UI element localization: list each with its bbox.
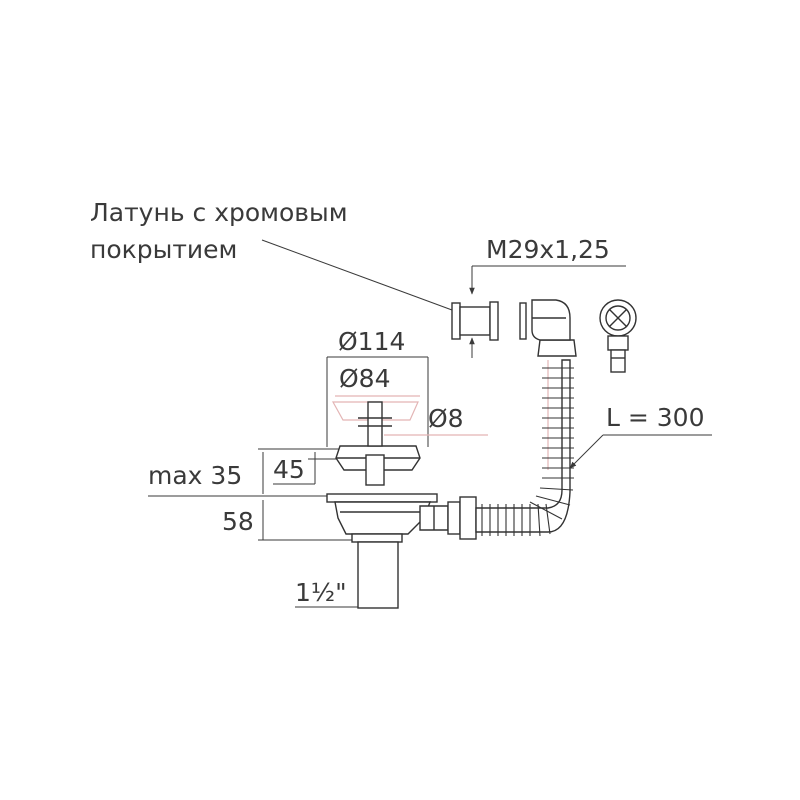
- thread-label: M29x1,25: [486, 235, 610, 264]
- brass-fitting-flange-right: [489, 301, 499, 341]
- material-label-line2: покрытием: [90, 235, 237, 264]
- brass-fitting-flange-left: [451, 302, 461, 340]
- strainer-basket: [331, 401, 421, 486]
- drain-funnel: [334, 501, 432, 535]
- labels: Латунь с хромовым покрытием M29x1,25 Ø11…: [90, 198, 705, 607]
- grille-neck: [607, 335, 629, 351]
- plug-lower-stem: [365, 454, 385, 486]
- max-height-label: max 35: [148, 461, 242, 490]
- drain-flange: [326, 493, 438, 503]
- inner-diameter-label: Ø84: [339, 364, 391, 393]
- grille-cross-2: [608, 308, 628, 328]
- hose-body: [475, 359, 571, 533]
- brass-fitting-body: [459, 306, 491, 336]
- material-label-line1: Латунь с хромовым: [90, 198, 348, 227]
- pin-diameter-label: Ø8: [428, 404, 464, 433]
- overflow-grille-front: [599, 299, 637, 373]
- basket-top-tint: [331, 401, 419, 421]
- overflow-elbow: [531, 299, 571, 341]
- body-height-label: 58: [222, 507, 254, 536]
- hose-upper-connector: [537, 339, 577, 357]
- overflow-hose: [475, 339, 577, 537]
- basket-depth-label: 45: [273, 455, 305, 484]
- overflow-head-parts: [451, 299, 571, 341]
- outer-diameter-label: Ø114: [338, 327, 405, 356]
- hose-length-leader: [569, 434, 604, 469]
- grille-stem: [610, 349, 626, 373]
- overflow-coupling: [459, 496, 477, 540]
- plug-stem: [367, 401, 383, 447]
- overflow-nut: [447, 501, 461, 535]
- leader-lines: [148, 239, 712, 608]
- drain-body: [326, 493, 477, 609]
- gasket-washer: [519, 302, 527, 340]
- material-leader-line: [261, 239, 453, 311]
- hose-length-label: L = 300: [606, 403, 705, 432]
- hose-ribs-horizontal: [481, 503, 551, 537]
- drain-nut: [351, 533, 403, 543]
- hose-ribs-vertical: [529, 367, 574, 520]
- outlet-pipe: [357, 541, 399, 609]
- outlet-size-label: 1½": [295, 578, 347, 607]
